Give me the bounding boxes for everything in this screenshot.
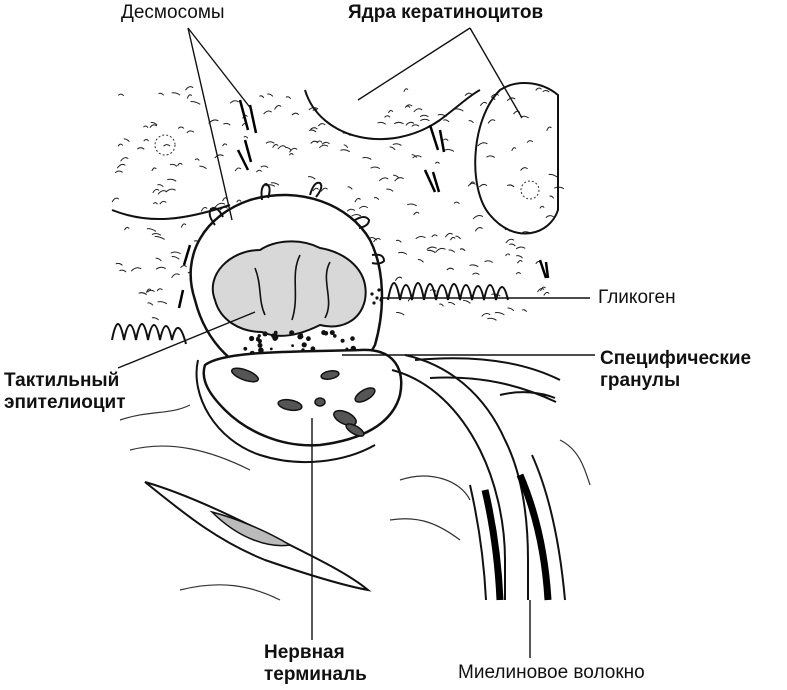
myelin-sheath xyxy=(481,473,552,601)
label-specific-granules: Специфические гранулы xyxy=(600,348,752,391)
dermis-fibers xyxy=(119,404,591,601)
schwann-cell xyxy=(414,357,561,403)
keratinocyte-left xyxy=(111,204,231,221)
label-myelin-fiber: Миелиновое волокно xyxy=(458,662,645,683)
axon xyxy=(391,354,529,600)
label-desmosomes: Десмосомы xyxy=(121,2,225,23)
nerve-terminal-disc xyxy=(202,348,403,447)
label-nerve-terminal: Нервная терминаль xyxy=(264,642,367,685)
leader-lines xyxy=(117,27,595,658)
myelin-sheath-outer xyxy=(469,454,566,601)
fibroblast-nucleus xyxy=(209,510,293,547)
keratinocyte-top xyxy=(304,89,481,141)
basement-membrane xyxy=(111,282,509,345)
merkel-nucleus xyxy=(211,240,367,337)
label-glycogen: Гликоген xyxy=(598,287,676,308)
nucleus-folds xyxy=(254,254,331,321)
glycogen-cluster xyxy=(370,288,383,305)
keratinocyte-nucleus-right xyxy=(474,82,559,235)
label-keratinocyte-nuclei: Ядра кератиноцитов xyxy=(348,2,544,23)
cell-projections xyxy=(208,181,386,265)
nerve-terminal-outer xyxy=(195,359,376,463)
nucleolus-right xyxy=(520,180,540,200)
label-tactile-epitheliocyte: Тактильный эпителиоцит xyxy=(4,370,126,413)
nucleolus-left xyxy=(154,134,176,156)
mitochondria xyxy=(230,367,376,437)
desmosomes-cluster xyxy=(177,99,550,309)
